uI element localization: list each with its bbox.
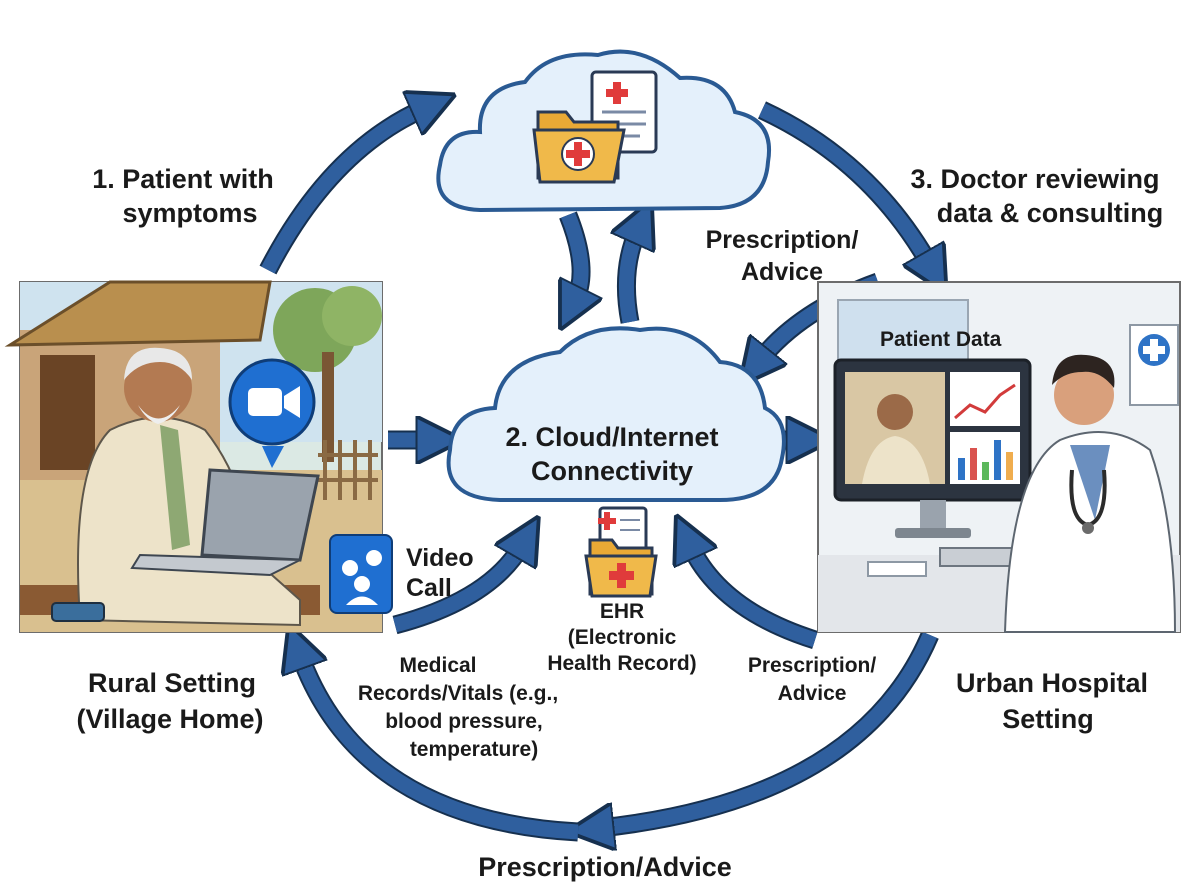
video-camera-icon (228, 358, 316, 468)
arrow-cloud-to-doctor (758, 103, 930, 265)
arrow-cloud-up (626, 230, 638, 324)
ehr-line1: EHR (600, 600, 644, 623)
video-call-line1: Video (406, 544, 474, 572)
ehr-line3: Health Record) (547, 652, 696, 675)
top-cloud (436, 49, 771, 213)
prescription-top-line1: Prescription/ (706, 226, 859, 254)
arrow-videocall-to-cloud (393, 545, 522, 633)
cloud-icon (446, 326, 786, 502)
center-cloud: 2. Cloud/Internet Connectivity (446, 326, 786, 502)
arrow-urban-to-cloud (690, 545, 818, 648)
arrow-urban-to-bottom (600, 632, 937, 828)
monitor-icon (833, 358, 1032, 538)
medical-folder-icon (532, 110, 626, 184)
medical-cross-icon (566, 142, 590, 166)
medical-folder-icon (584, 538, 658, 598)
arrow-bottom-to-rural (300, 655, 579, 840)
rural-scene-image (4, 280, 383, 633)
doctor-step-line1: 3. Doctor reviewing (910, 164, 1159, 194)
urban-setting-line2: Setting (1002, 704, 1094, 734)
rural-setting-line1: Rural Setting (88, 668, 256, 698)
medical-cross-icon (609, 563, 634, 588)
cloud-step-line2: Connectivity (531, 456, 693, 486)
medical-records-line1: Medical (399, 654, 476, 677)
prescription-right-line1: Prescription/ (748, 654, 877, 677)
patient-step-line1: 1. Patient with (92, 164, 274, 194)
prescription-top-line2: Advice (741, 258, 823, 286)
medical-records-line2: Records/Vitals (e.g., (358, 682, 558, 705)
cloud-step-line1: 2. Cloud/Internet (505, 422, 718, 452)
urban-setting-line1: Urban Hospital (956, 668, 1148, 698)
medical-records-line4: temperature) (410, 738, 538, 761)
medical-records-line3: blood pressure, (385, 710, 543, 733)
patient-data-label: Patient Data (880, 328, 1002, 351)
prescription-right-line2: Advice (778, 682, 847, 705)
laptop-icon (130, 468, 320, 577)
rural-setting-line2: (Village Home) (76, 704, 263, 734)
urban-scene-image: Patient Data (817, 281, 1181, 633)
video-call-line2: Call (406, 574, 452, 602)
ehr-line2: (Electronic (568, 626, 677, 649)
doctor-figure (1003, 354, 1177, 633)
group-call-icon (329, 534, 393, 614)
arrow-patient-to-cloud (261, 108, 425, 274)
prescription-bottom-label: Prescription/Advice (478, 852, 732, 882)
ehr-folder (584, 506, 658, 598)
doctor-step-line2: data & consulting (937, 198, 1164, 228)
arrow-cloud-down (568, 212, 581, 300)
patient-step-line2: symptoms (122, 198, 257, 228)
